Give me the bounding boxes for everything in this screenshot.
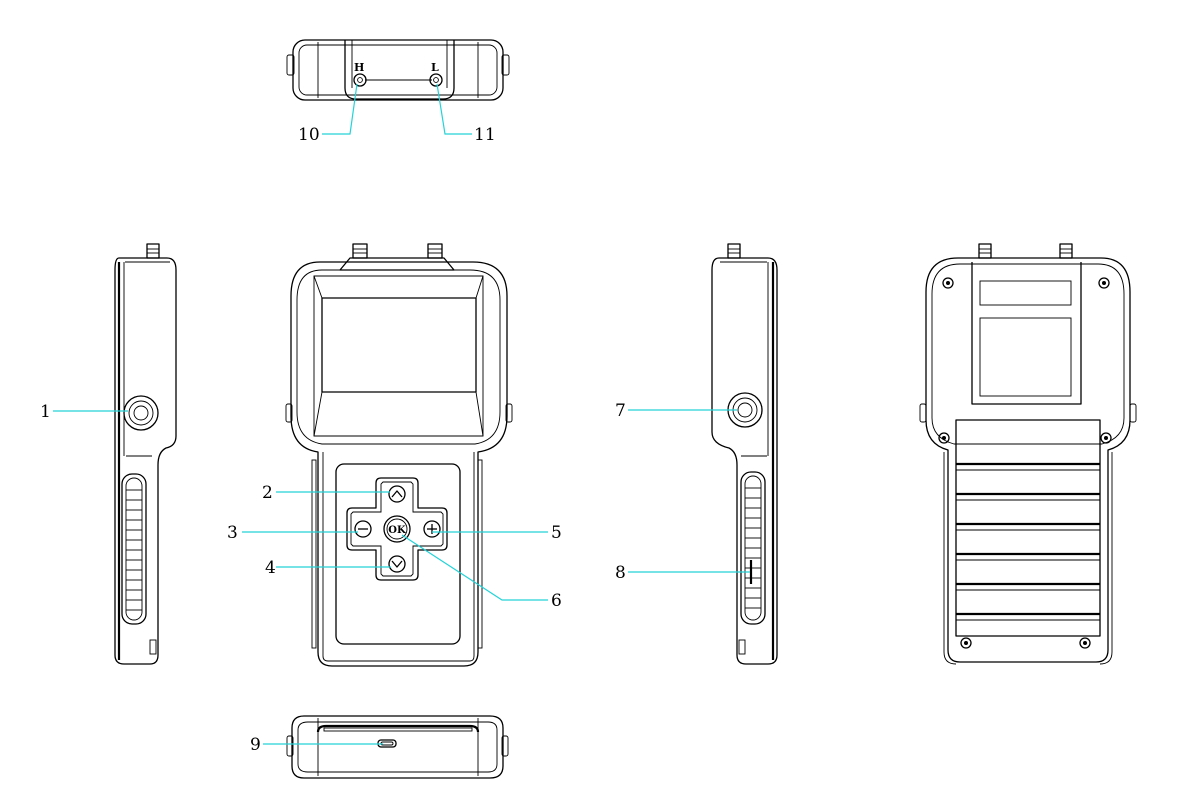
port-h-letter: H [354,61,364,74]
back-view [919,243,1137,665]
right-side-view [711,243,778,665]
screw [1100,432,1112,444]
callout-7: 7 [615,401,626,421]
ok-label: OK [388,525,406,536]
callout-8: 8 [615,563,626,583]
leader-11 [436,83,472,135]
screw [938,432,950,444]
left-side-view [114,243,177,665]
top-view: H L [286,39,510,101]
port-h[interactable] [353,73,367,87]
port-l-letter: L [431,61,439,74]
screw [942,277,954,289]
minus-button[interactable] [354,520,372,538]
leader-6 [401,534,548,601]
callouts: 1 2 3 4 5 6 7 8 9 10 11 [40,83,750,755]
screw [1079,637,1091,649]
callout-4: 4 [265,558,276,578]
callout-1: 1 [40,402,51,422]
screw [1098,277,1110,289]
callout-3: 3 [227,523,238,543]
screw [960,637,972,649]
down-button[interactable] [388,555,406,573]
plus-button[interactable] [423,520,441,538]
up-button[interactable] [388,485,406,503]
callout-9: 9 [250,735,261,755]
bottom-view [286,715,509,779]
leader-10 [322,83,358,135]
callout-5: 5 [551,523,562,543]
port-l[interactable] [429,73,443,87]
callout-10: 10 [298,125,320,145]
chevron-up-icon [391,490,403,498]
callout-11: 11 [474,125,496,145]
callout-2: 2 [262,483,273,503]
chevron-down-icon [391,560,403,568]
front-view: OK [285,243,513,667]
left-knob[interactable] [123,395,159,431]
ok-button[interactable]: OK [383,515,411,543]
callout-6: 6 [551,591,562,611]
